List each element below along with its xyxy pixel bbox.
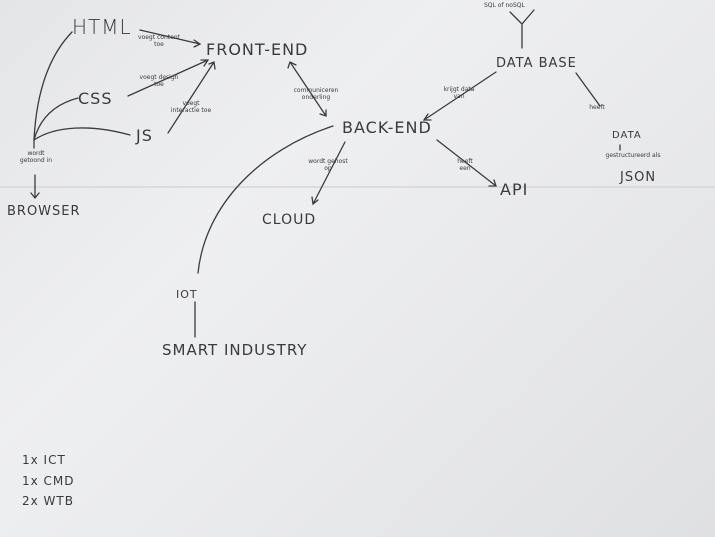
html-stem-line: [33, 31, 73, 141]
legend-item: 1x CMD: [22, 474, 75, 488]
node-sql: SQL of noSQL: [484, 2, 525, 9]
back-api-arrow: [436, 139, 497, 187]
css-stem-line: [33, 97, 79, 141]
node-html: HTML: [72, 15, 132, 39]
node-json: JSON: [620, 170, 657, 185]
js-front-arrow: [167, 61, 216, 134]
node-js: JS: [136, 126, 153, 145]
legend-item: 2x WTB: [22, 494, 74, 508]
node-css: CSS: [78, 89, 113, 108]
paper-fold: [0, 186, 715, 188]
edge-label-data-json: gestructureerd als: [605, 152, 661, 159]
edge-label-back-cloud: wordt gehost op: [308, 158, 348, 172]
edge-label-db-data: heeft: [589, 104, 605, 111]
back-cloud-arrow: [311, 141, 346, 206]
node-smart-industry: SMART INDUSTRY: [162, 341, 308, 359]
edge-label-js-front: voegt interactie toe: [170, 100, 212, 114]
node-cloud: CLOUD: [262, 212, 317, 228]
iot-back-curve: [197, 125, 334, 274]
browser-arrow: [30, 174, 40, 200]
edge-label-browser: wordt getoond in: [19, 150, 53, 164]
edge-label-html-front: voegt content toe: [138, 34, 180, 48]
node-front-end: FRONT-END: [206, 40, 309, 59]
edge-label-db-back: krijgt data van: [443, 86, 475, 100]
node-database: DATA BASE: [496, 56, 577, 71]
js-stem-line: [33, 127, 131, 141]
front-back-arrow: [287, 61, 327, 117]
node-back-end: BACK-END: [342, 118, 432, 137]
node-iot: IOT: [176, 288, 198, 301]
node-browser: BROWSER: [7, 204, 81, 219]
node-data: DATA: [612, 130, 642, 141]
node-api: API: [500, 180, 529, 199]
edge-label-css-front: voegt design toe: [139, 74, 179, 88]
edge-label-front-back: communiceren onderling: [293, 87, 339, 101]
legend-item: 1x ICT: [22, 453, 66, 467]
db-back-arrow: [422, 71, 497, 121]
db-data-line: [575, 72, 601, 107]
edge-label-back-api: heeft een: [457, 158, 473, 172]
sql-db-line: [509, 9, 535, 49]
html-front-arrow: [139, 29, 202, 48]
css-front-arrow: [127, 59, 210, 97]
